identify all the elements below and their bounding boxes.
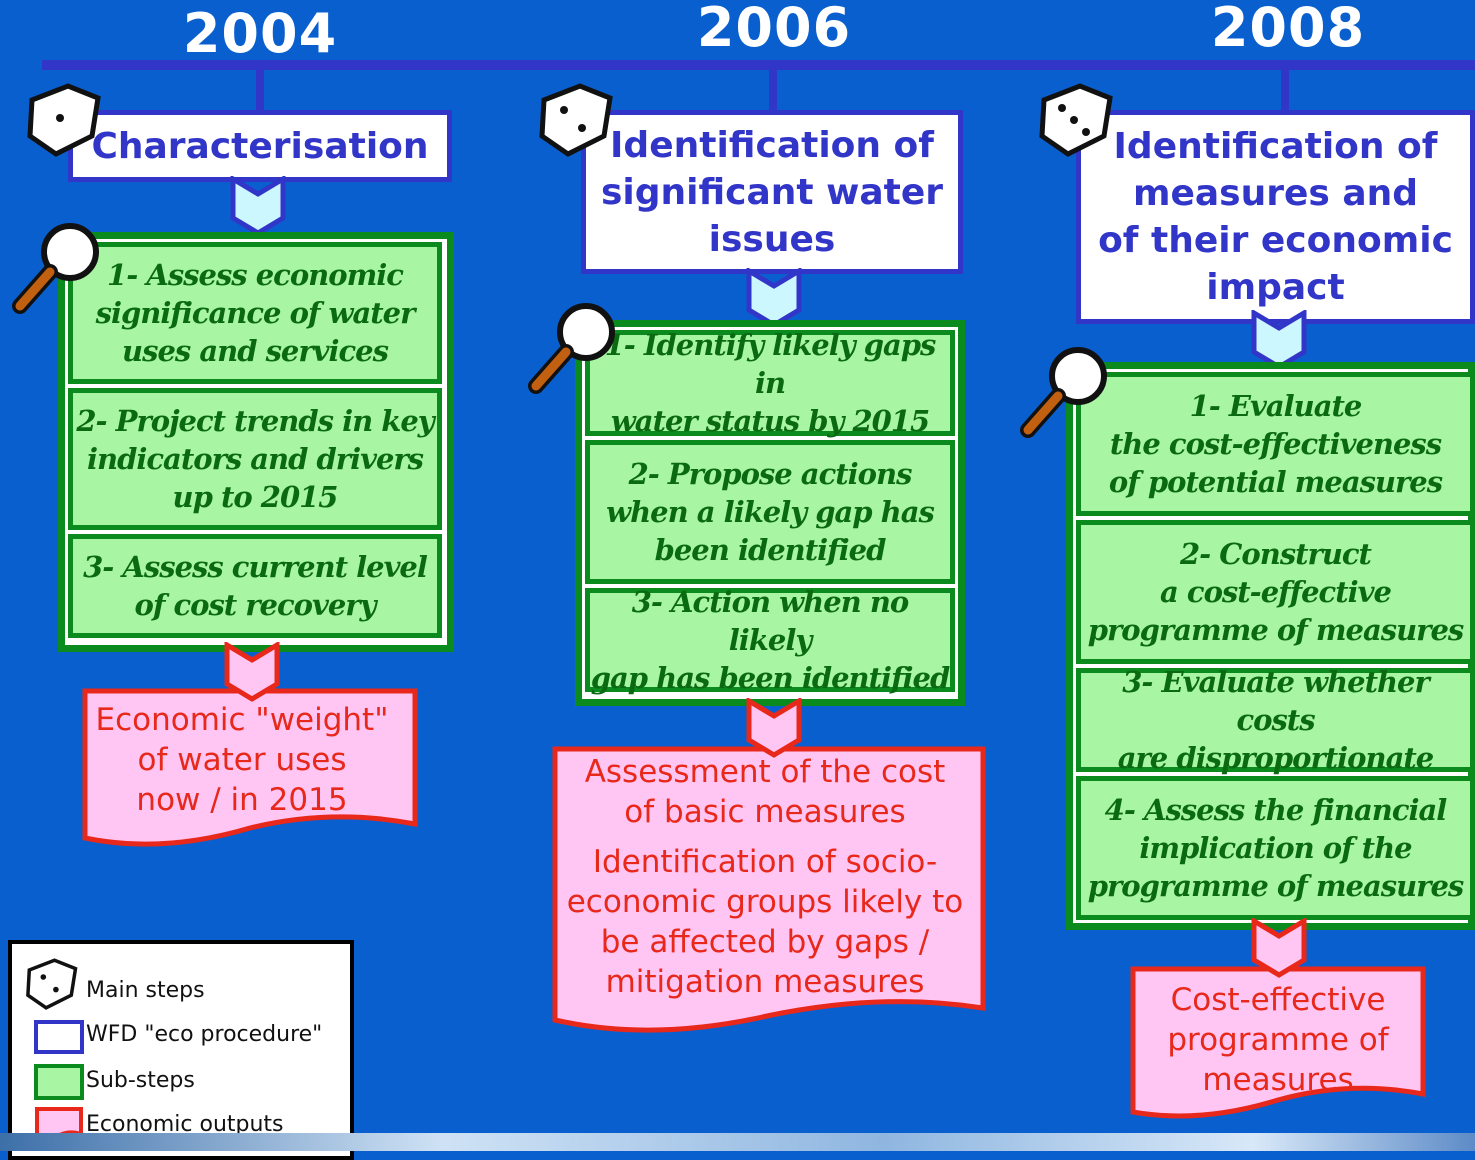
- magnifier-icon: [1020, 347, 1107, 438]
- year-2004-label: 2004: [182, 2, 338, 65]
- output-document-shape: [1130, 966, 1426, 1119]
- timeline-tick-2008: [1281, 60, 1289, 112]
- main-step-characterisation: Characterisation: [68, 110, 452, 182]
- legend-label: Economic outputs: [86, 1112, 284, 1137]
- output-document-shape: [82, 688, 418, 847]
- timeline-bar: [42, 60, 1475, 70]
- main-step-line: Characterisation: [91, 125, 429, 167]
- legend-swatch-sub-steps: [34, 1064, 84, 1100]
- year-2008-label: 2008: [1210, 0, 1366, 59]
- chevron-down-icon: [224, 642, 280, 702]
- magnifier-icon: [528, 303, 615, 394]
- legend-label: Sub-steps: [86, 1068, 195, 1093]
- chevron-down-icon: [746, 698, 802, 758]
- die-icon: [26, 958, 78, 1010]
- chevron-down-icon: [1251, 918, 1307, 978]
- chevron-down-icon: [746, 268, 802, 328]
- bottom-decorative-strip: [0, 1133, 1475, 1151]
- legend: Main steps WFD "eco procedure" Sub-steps…: [8, 940, 354, 1160]
- timeline-tick-2004: [256, 60, 264, 112]
- chevron-down-icon: [230, 176, 286, 236]
- legend-swatch-wfd: [34, 1020, 84, 1054]
- die-icon: [1039, 83, 1113, 157]
- die-icon: [27, 83, 101, 157]
- timeline-tick-2006: [769, 60, 777, 112]
- legend-label: WFD "eco procedure": [86, 1022, 323, 1047]
- chevron-down-icon: [1251, 310, 1307, 370]
- legend-label: Main steps: [86, 978, 205, 1003]
- year-2006-label: 2006: [696, 0, 852, 59]
- die-icon: [539, 83, 613, 157]
- magnifier-icon: [12, 223, 99, 314]
- output-document-shape: [552, 746, 986, 1033]
